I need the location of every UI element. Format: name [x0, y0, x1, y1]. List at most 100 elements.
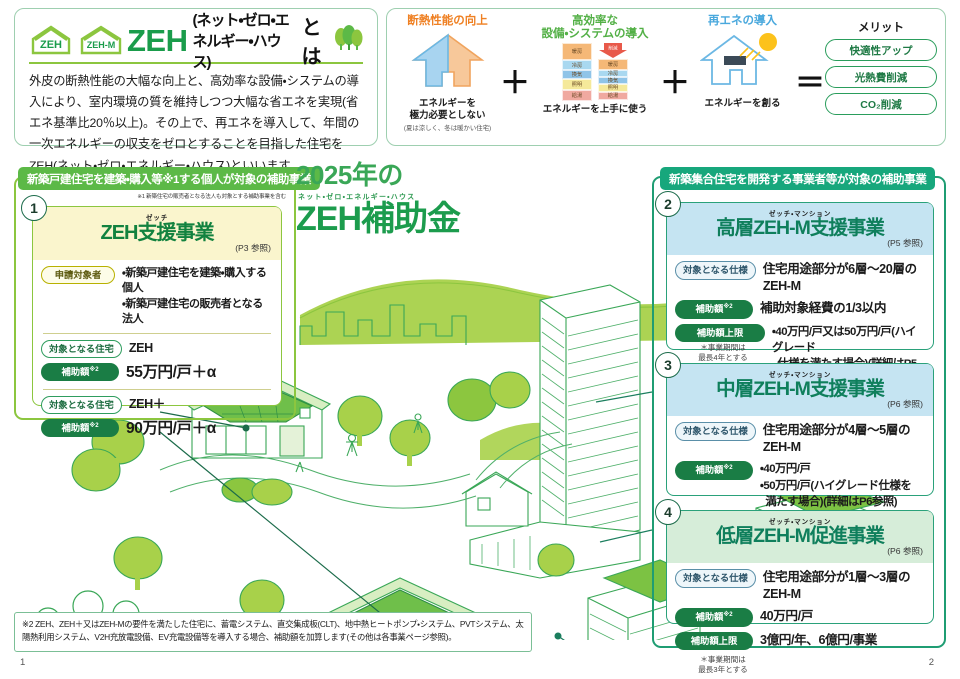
- row-tag-amount-zeh: 補助額※2: [41, 362, 119, 382]
- table-row: 補助額※2 90万円/戸＋α: [41, 418, 273, 440]
- table-row: 対象となる仕様 住宅用途部分が6層〜20層のZEH-M: [675, 261, 925, 295]
- program-card-3[interactable]: 3 ゼッチ・マンション 中層ZEH-M支援事業 (P6 参照) 対象となる仕様 …: [655, 352, 934, 557]
- row-tag-target-house-zeh: 対象となる住宅: [41, 339, 122, 358]
- program-4-header: ゼッチ・マンション 低層ZEH-M促進事業 (P6 参照): [667, 511, 933, 564]
- row-tag-spec-2: 対象となる仕様: [675, 261, 756, 280]
- table-row: 補助額※2 補助対象経費の1/3以内: [675, 300, 925, 319]
- formula-term-renewable: 再エネの導入 エネルギーを創る: [690, 15, 795, 110]
- row-value-spec-2: 住宅用途部分が6層〜20層のZEH-M: [762, 262, 917, 294]
- program-4-rows: 対象となる仕様 住宅用途部分が1層〜3層のZEH-M 補助額※2 40万円/戸 …: [667, 563, 933, 678]
- developer-subsidy-panel: 新築集合住宅を開発する事業者等が対象の補助事業 2 ゼッチ・マンション 高層ZE…: [652, 167, 946, 674]
- zeh-m-logo-icon: ZEH-M: [78, 23, 122, 57]
- title-ruby: ネット・ゼロ・エネルギー・ハウス: [298, 194, 416, 202]
- title-year: 2025年の: [296, 160, 403, 190]
- seg-heating-after: 暖房: [598, 59, 628, 71]
- zeh-formula-card: 断熱性能の向上 エネルギーを極力必要としない (夏は涼しく、冬は暖かい住宅) ＋…: [386, 8, 946, 146]
- merit-item-co2: CO₂削減: [825, 93, 937, 115]
- program-3-page-ref: (P6 参照): [887, 399, 923, 410]
- row-value-spec-3: 住宅用途部分が4層〜5層のZEH-M: [762, 423, 911, 455]
- formula-term-insulation: 断熱性能の向上 エネルギーを極力必要としない (夏は涼しく、冬は暖かい住宅): [395, 15, 500, 132]
- svg-text:削減: 削減: [608, 45, 618, 52]
- program-card-2[interactable]: 2 ゼッチ・マンション 高層ZEH-M支援事業 (P5 参照) 対象となる仕様 …: [655, 191, 934, 419]
- individual-subsidy-panel: 新築戸建住宅を建築・購入等※1する個人が対象の補助事業 ※1 新築住宅の販売者と…: [14, 167, 320, 438]
- page-number-right: 2: [928, 657, 934, 668]
- table-row: 対象となる住宅 ZEH＋: [41, 395, 273, 414]
- insulation-sub: エネルギーを極力必要としない: [409, 98, 486, 122]
- row-value-target-house-zeh: ZEH: [128, 340, 153, 355]
- row-value-amount-zehplus: 90万円/戸＋α: [126, 419, 216, 437]
- row-value-amount-zeh: 55万円/戸＋α: [126, 363, 216, 381]
- row-value-amount-3: ・40万円/戸・50万円/戸(ハイグレード仕様を 満たす場合)(詳細はP6参照): [760, 463, 912, 508]
- energy-bar-after: 暖房 冷房 換気 照明 給湯: [598, 59, 628, 100]
- row-value-applicant: ・新築戸建住宅を建築・購入する個人・新築戸建住宅の販売者となる法人: [122, 267, 267, 326]
- row-tag-amount-zehplus: 補助額※2: [41, 418, 119, 438]
- program-3-header: ゼッチ・マンション 中層ZEH-M支援事業 (P6 参照): [667, 364, 933, 417]
- seg-hotwater-before: 給湯: [562, 90, 592, 102]
- row-tag-spec-3: 対象となる仕様: [675, 422, 756, 441]
- program-1-name: ZEH支援事業: [100, 222, 215, 244]
- table-row: 申請対象者 ・新築戸建住宅を建築・購入する個人・新築戸建住宅の販売者となる法人: [41, 266, 273, 328]
- energy-bar-after-wrap: 削減 暖房 冷房 換気 照明 給湯: [598, 43, 628, 100]
- table-row: 補助額※2 55万円/戸＋α: [41, 362, 273, 384]
- seg-ventilation-after: 換気: [598, 77, 628, 84]
- page-number-left: 1: [20, 657, 26, 668]
- seg-lighting-after: 照明: [598, 83, 628, 92]
- title-main: ZEH補助金: [296, 200, 461, 239]
- table-row: 補助額上限 3億円/年、6億円/事業: [675, 631, 925, 650]
- seg-lighting-before: 照明: [562, 79, 592, 91]
- seg-cooling-after: 冷房: [598, 70, 628, 78]
- top-section: ZEH ZEH-M ZEH (ネット・ゼロ・エネルギー・ハウス) とは: [14, 8, 946, 173]
- table-row: 対象となる仕様 住宅用途部分が1層〜3層のZEH-M: [675, 569, 925, 603]
- zeh-definition-card: ZEH ZEH-M ZEH (ネット・ゼロ・エネルギー・ハウス) とは: [14, 8, 378, 173]
- formula-term-equipment: 高効率な設備・システムの導入 暖房 冷房 換気 照明 給湯: [530, 15, 660, 116]
- energy-bar-before: 暖房 冷房 換気 照明 給湯: [562, 43, 592, 102]
- row-tag-applicant: 申請対象者: [41, 266, 115, 285]
- program-1-ruby: ゼッチ: [145, 215, 169, 222]
- merit-group: メリット 快適性アップ 光熱費削減 CO₂削減: [825, 15, 937, 120]
- table-row: 補助額※2 40万円/戸: [675, 608, 925, 627]
- plus-operator-2: ＋: [660, 67, 690, 100]
- program-1-header: ゼッチ ZEH支援事業 (P3 参照): [33, 207, 281, 260]
- merit-item-comfort: 快適性アップ: [825, 39, 937, 61]
- solar-house-icon: [690, 30, 795, 95]
- renewable-caption: 再エネの導入: [708, 15, 777, 27]
- reduction-arrow-icon: 削減: [599, 43, 627, 59]
- row-divider: [43, 332, 271, 334]
- table-row: 対象となる住宅 ZEH: [41, 339, 273, 358]
- row-tag-spec-4: 対象となる仕様: [675, 569, 756, 588]
- equals-operator: ＝: [795, 67, 825, 100]
- program-4-name: 低層ZEH-M促進事業: [716, 525, 885, 547]
- program-number-4: 4: [655, 499, 681, 525]
- row-value-cap-4: 3億円/年、6億円/事業: [760, 632, 877, 647]
- program-1-rows: 申請対象者 ・新築戸建住宅を建築・購入する個人・新築戸建住宅の販売者となる法人 …: [33, 260, 281, 449]
- plus-operator-1: ＋: [500, 67, 530, 100]
- row-tag-target-house-zehplus: 対象となる住宅: [41, 395, 122, 414]
- center-title-block: 2025年の ネット・ゼロ・エネルギー・ハウス ZEH補助金: [296, 160, 461, 239]
- row-divider: [43, 388, 271, 390]
- title-underline: [29, 62, 363, 64]
- program-2-ruby: ゼッチ・マンション: [768, 211, 832, 218]
- program-1-page-ref: (P3 参照): [235, 243, 271, 253]
- program-card-4[interactable]: 4 ゼッチ・マンション 低層ZEH-M促進事業 (P6 参照) 対象となる仕様 …: [655, 499, 934, 674]
- seg-hotwater-after: 給湯: [598, 91, 628, 100]
- svg-text:ZEH-M: ZEH-M: [87, 40, 116, 50]
- insulation-tiny-note: (夏は涼しく、冬は暖かい住宅): [403, 124, 492, 132]
- table-row: 対象となる仕様 住宅用途部分が4層〜5層のZEH-M: [675, 422, 925, 456]
- energy-bar-comparison: 暖房 冷房 換気 照明 給湯 削減: [530, 43, 660, 102]
- program-3-name: 中層ZEH-M支援事業: [716, 378, 885, 400]
- zeh-reading: (ネット・ゼロ・エネルギー・ハウス): [192, 11, 290, 71]
- table-row: 補助額※2 ・40万円/戸・50万円/戸(ハイグレード仕様を 満たす場合)(詳細…: [675, 461, 925, 510]
- renewable-sub: エネルギーを創る: [704, 98, 781, 110]
- merit-title: メリット: [858, 22, 904, 34]
- program-4-ruby: ゼッチ・マンション: [768, 519, 832, 526]
- program-2-page-ref: (P5 参照): [887, 238, 923, 249]
- row-tag-amount-3: 補助額※2: [675, 461, 753, 480]
- program-2-name: 高層ZEH-M支援事業: [716, 217, 885, 239]
- merit-item-utility-cost: 光熱費削減: [825, 66, 937, 88]
- row-value-target-house-zehplus: ZEH＋: [128, 396, 166, 411]
- row-tag-amount-2: 補助額※2: [675, 300, 753, 319]
- program-card-1[interactable]: 1 ゼッチ ZEH支援事業 (P3 参照) 申請対象者 ・新築戸建住宅を建築・購…: [21, 195, 282, 438]
- zeh-title-row: ZEH ZEH-M ZEH (ネット・ゼロ・エネルギー・ハウス) とは: [29, 12, 363, 71]
- left-panel-note: ※1 新築住宅の販売者となる法人も対象とする補助事業を含む: [137, 194, 286, 200]
